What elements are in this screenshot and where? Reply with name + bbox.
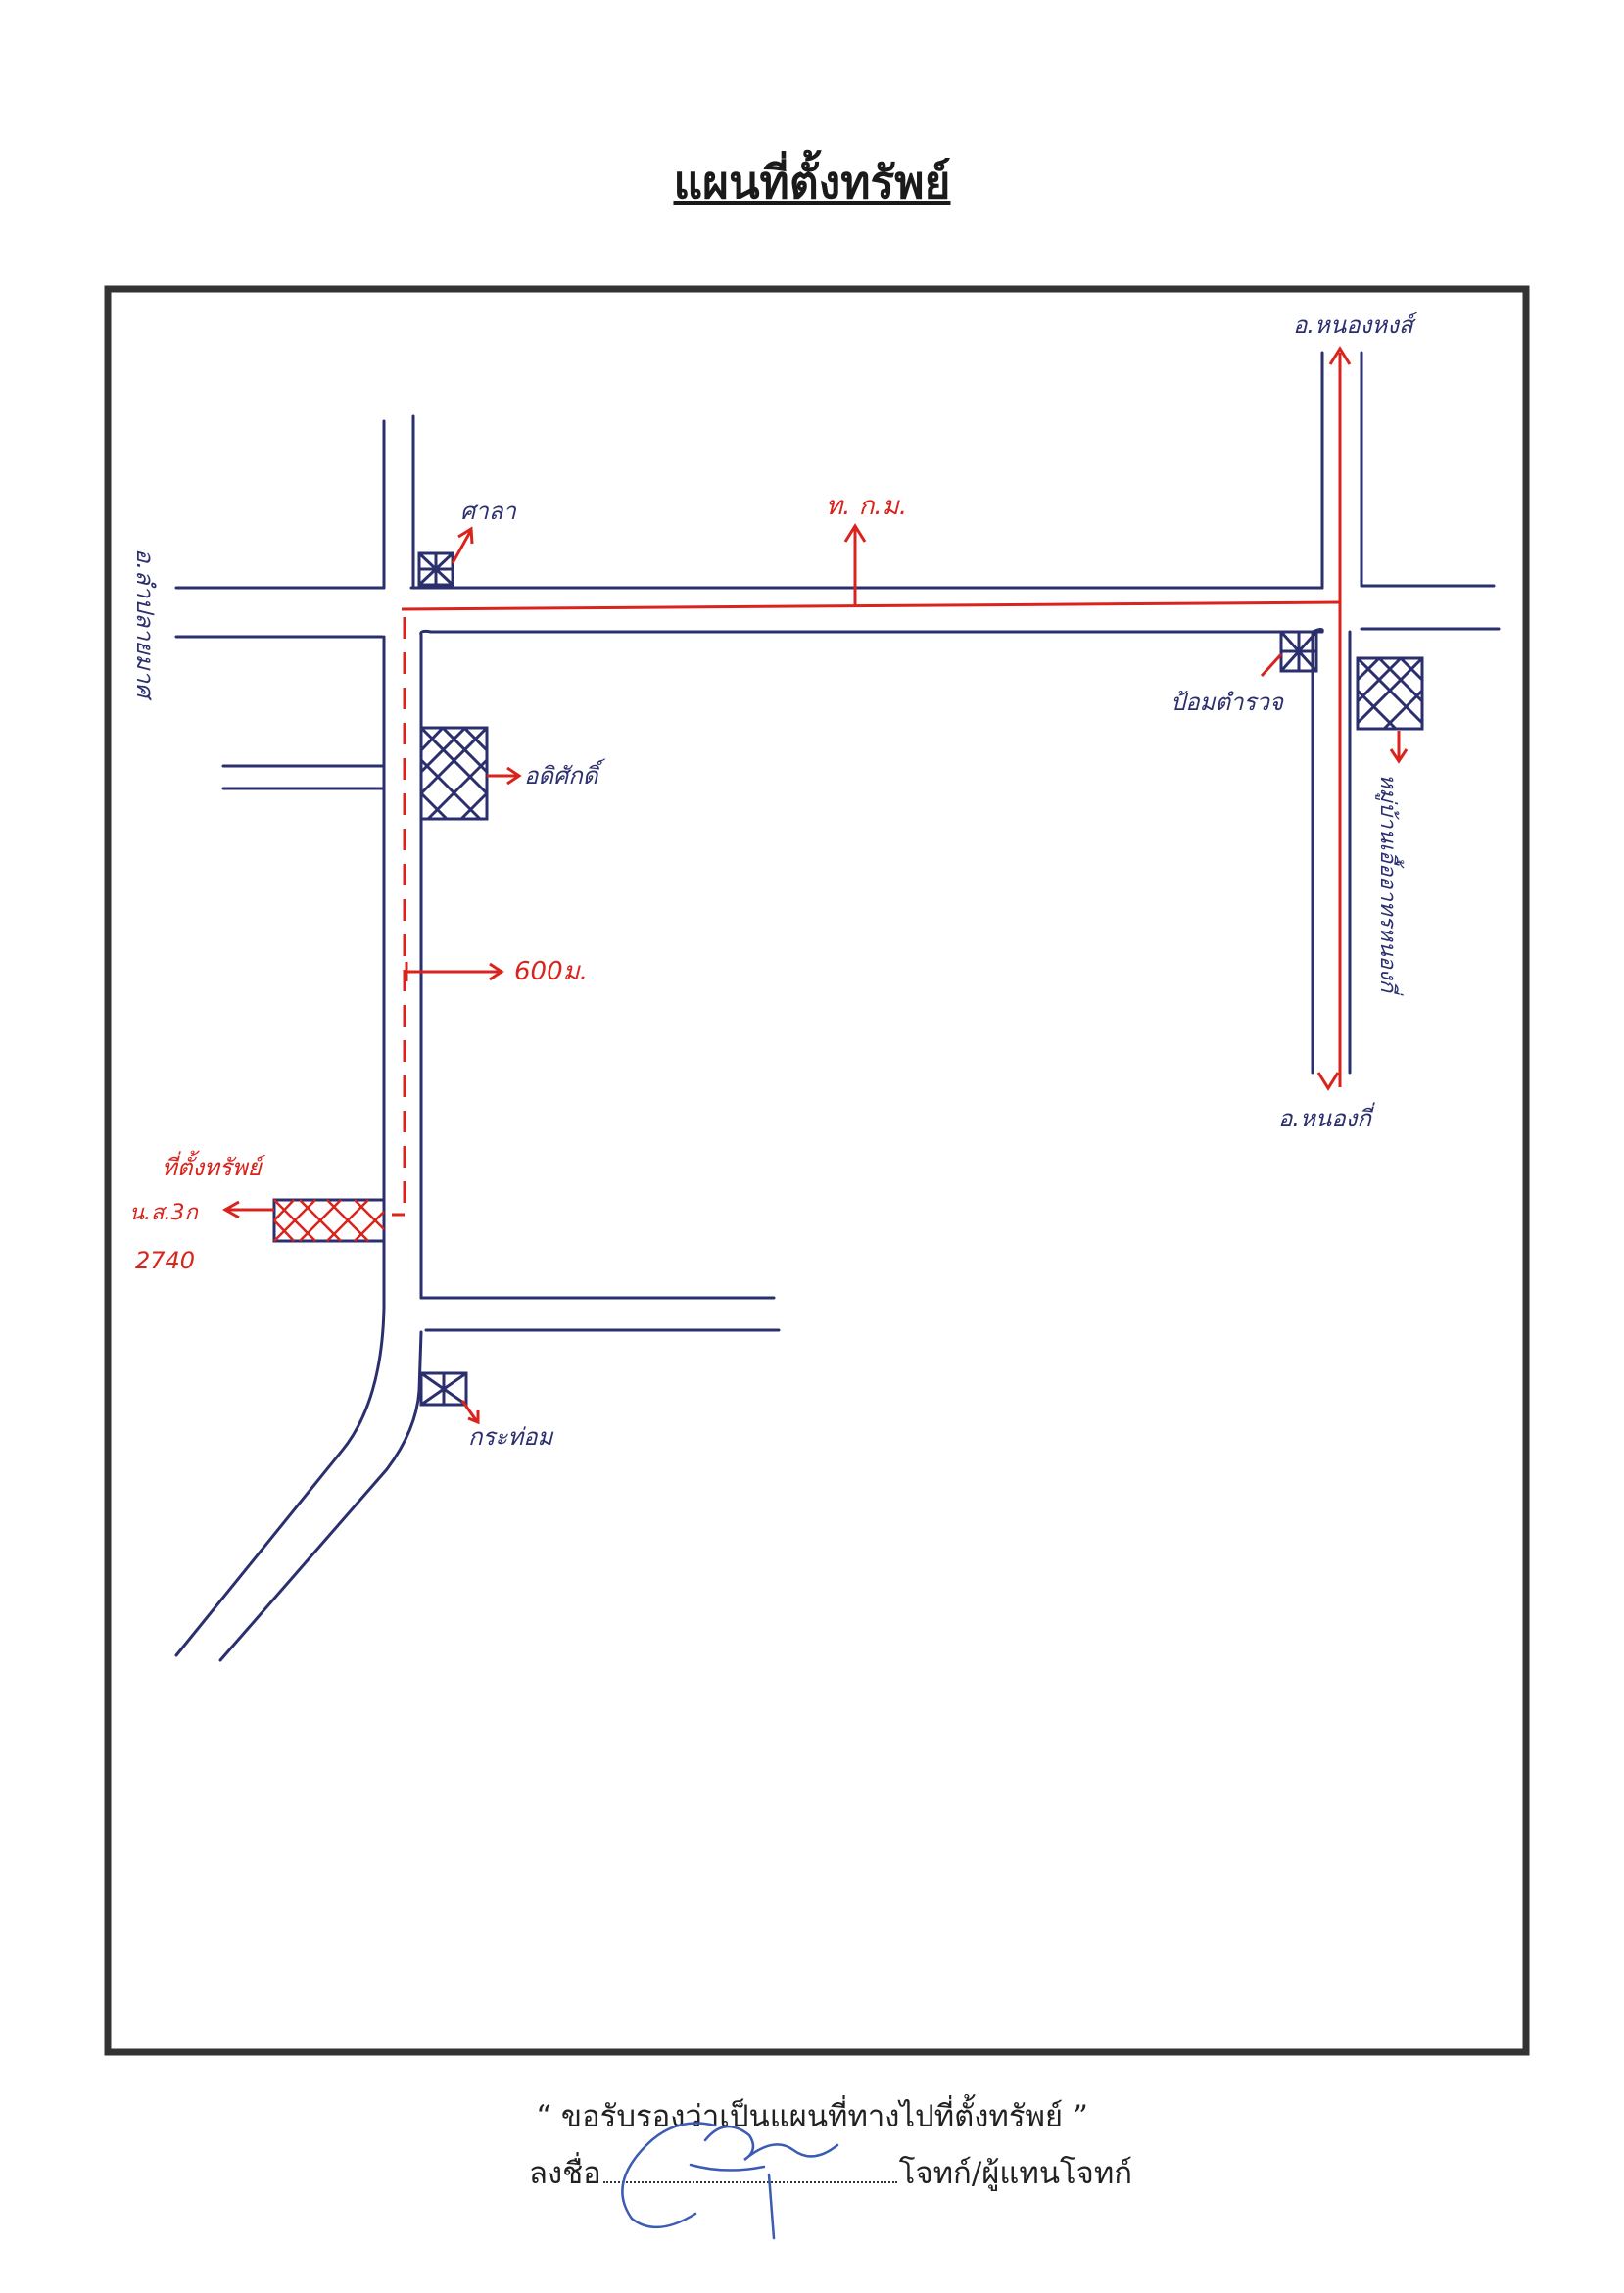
- left-road-east-lower: [218, 1330, 423, 1662]
- water-tank-label: กระท่อม: [468, 1423, 554, 1451]
- signature-suffix: โจทก์/ผู้แทนโจทก์: [898, 2156, 1133, 2191]
- hall-label: ศาลา: [460, 498, 517, 525]
- left-road-west: [174, 635, 386, 1657]
- left-destination-label: อ.ลำปลายมาศ: [131, 549, 159, 701]
- deed-number-label: 2740: [135, 1247, 195, 1274]
- property-label: ที่ตั้งทรัพย์: [162, 1150, 266, 1181]
- page-title: แผนที่ตั้งทรัพย์: [673, 156, 951, 209]
- school-label: อดิศักดิ์: [524, 758, 606, 789]
- map-frame: [104, 285, 1530, 2056]
- signature-line: ลงชื่อ โจทก์/ผู้แทนโจทก์: [529, 2148, 1215, 2197]
- bottom-right-destination-label: อ.หนองกี่: [1278, 1102, 1375, 1132]
- road-network: [174, 351, 1501, 1662]
- arrowhead-down: [1316, 1072, 1340, 1091]
- police-box-label: ป้อมตำรวจ: [1170, 689, 1284, 716]
- signature-prefix: ลงชื่อ: [529, 2156, 601, 2191]
- deed-label: น.ส.3ก: [129, 1201, 199, 1225]
- property-marker: [272, 1198, 386, 1243]
- arrowhead-up: [1328, 346, 1352, 365]
- route-horizontal: [401, 600, 1341, 611]
- top-right-destination-label: อ.หนองหงส์: [1293, 311, 1418, 339]
- route: [221, 346, 1409, 1425]
- school-marker: [419, 726, 489, 821]
- certification-text: “ ขอรับรองว่าเป็นแผนที่ทางไปที่ตั้งทรัพย…: [536, 2099, 1088, 2134]
- water-tank-marker: [419, 1371, 468, 1407]
- distance-label: 600ม.: [514, 957, 588, 986]
- handwritten-signature: [621, 2122, 839, 2240]
- right-building-marker: [1356, 656, 1424, 731]
- landmarks: [417, 551, 1424, 1407]
- police-box-marker: [1279, 630, 1318, 673]
- hall-marker: [417, 551, 454, 587]
- highway-label: ท. ก.ม.: [826, 492, 907, 521]
- signature-dots: [602, 2160, 897, 2183]
- map-labels: อ.หนองหงส์ อ.หนองกี่ อ.ลำปลายมาศ ศาลา ท.…: [129, 311, 1418, 1451]
- right-building-label: หมู่บ้านเอื้ออาทรหนองกี่: [1375, 774, 1405, 996]
